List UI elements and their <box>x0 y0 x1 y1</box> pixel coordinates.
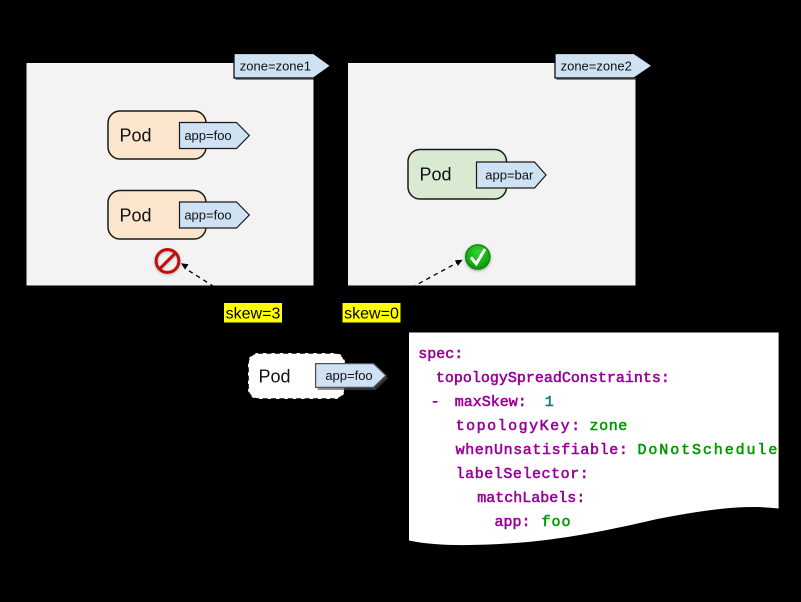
svg-text:skew=0: skew=0 <box>344 305 399 322</box>
svg-text:zone=zone2: zone=zone2 <box>561 58 632 73</box>
svg-text:-maxSkew:1: -maxSkew:1 <box>431 394 554 411</box>
svg-text:skew=3: skew=3 <box>226 305 281 322</box>
svg-text:Pod: Pod <box>420 165 452 185</box>
svg-text:zone=zone1: zone=zone1 <box>240 58 311 73</box>
svg-text:labelSelector:: labelSelector: <box>456 466 590 483</box>
svg-text:matchLabels:: matchLabels: <box>477 490 585 507</box>
svg-text:spec:: spec: <box>418 346 463 363</box>
svg-text:Pod: Pod <box>120 126 152 146</box>
svg-text:app=foo: app=foo <box>184 128 231 143</box>
svg-text:topologyKey:zone: topologyKey:zone <box>456 418 628 435</box>
svg-text:Pod: Pod <box>259 366 291 386</box>
svg-text:app=foo: app=foo <box>184 208 231 223</box>
svg-text:whenUnsatisfiable:DoNotSchedul: whenUnsatisfiable:DoNotSchedule <box>456 442 780 459</box>
svg-text:topologySpreadConstraints:: topologySpreadConstraints: <box>436 370 670 387</box>
svg-text:app=bar: app=bar <box>485 168 534 183</box>
svg-text:app=foo: app=foo <box>325 368 372 383</box>
svg-text:Pod: Pod <box>120 205 152 225</box>
